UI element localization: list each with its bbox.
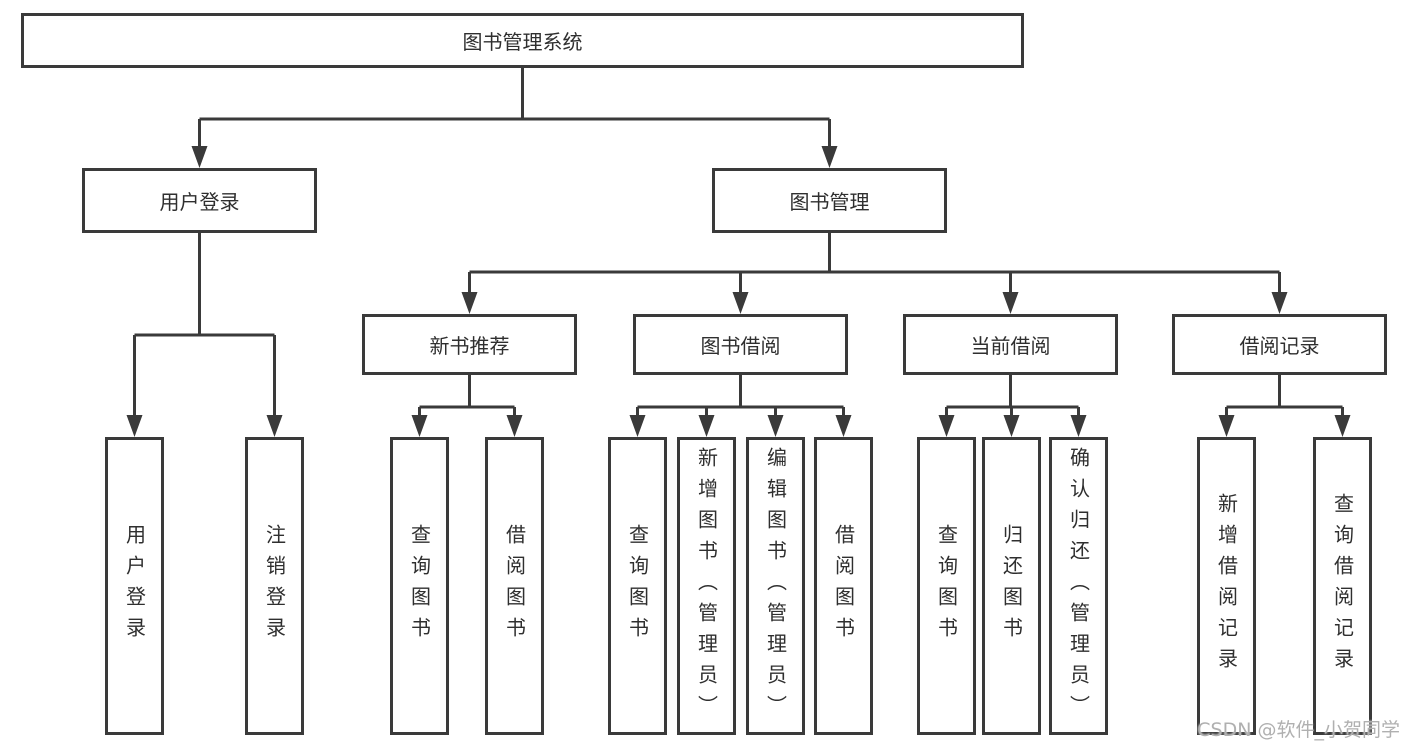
node-borrow-records: 借阅记录 xyxy=(1172,314,1387,375)
node-user-login: 用户登录 xyxy=(82,168,317,233)
leaf-borrow-query-books: 查询图书 xyxy=(608,437,667,735)
leaf-label: 查询借阅记录 xyxy=(1330,493,1355,679)
leaf-confirm-return-admin: 确认归还（管理员） xyxy=(1049,437,1108,735)
connector-root-to-level2 xyxy=(191,68,838,168)
leaf-newrec-query-books: 查询图书 xyxy=(390,437,449,735)
leaf-query-borrow-record: 查询借阅记录 xyxy=(1313,437,1372,735)
leaf-label: 借阅图书 xyxy=(502,524,527,648)
leaf-label: 查询图书 xyxy=(934,524,959,648)
leaf-label: 借阅图书 xyxy=(831,524,856,648)
leaf-logout: 注销登录 xyxy=(245,437,304,735)
node-new-book-rec: 新书推荐 xyxy=(362,314,577,375)
leaf-label: 新增图书（管理员） xyxy=(694,446,719,726)
leaf-label: 查询图书 xyxy=(407,524,432,648)
leaf-borrow-books: 借阅图书 xyxy=(814,437,873,735)
connector-book-borrow-children xyxy=(629,375,852,437)
leaf-add-borrow-record: 新增借阅记录 xyxy=(1197,437,1256,735)
leaf-label: 新增借阅记录 xyxy=(1214,493,1239,679)
connector-book-mgmt-children xyxy=(461,233,1288,314)
leaf-label: 查询图书 xyxy=(625,524,650,648)
leaf-label: 用户登录 xyxy=(122,524,147,648)
connector-user-login-children xyxy=(126,233,283,437)
leaf-label: 编辑图书（管理员） xyxy=(763,446,788,726)
leaf-user-login: 用户登录 xyxy=(105,437,164,735)
node-root: 图书管理系统 xyxy=(21,13,1024,68)
leaf-edit-book-admin: 编辑图书（管理员） xyxy=(746,437,805,735)
leaf-return-books: 归还图书 xyxy=(982,437,1041,735)
node-current-borrow: 当前借阅 xyxy=(903,314,1118,375)
watermark-text: CSDN @软件_小贺同学 xyxy=(1197,719,1400,741)
connector-current-borrow-children xyxy=(938,375,1087,437)
connector-new-book-rec-children xyxy=(411,375,523,437)
node-book-borrow: 图书借阅 xyxy=(633,314,848,375)
leaf-add-book-admin: 新增图书（管理员） xyxy=(677,437,736,735)
node-book-mgmt: 图书管理 xyxy=(712,168,947,233)
leaf-newrec-borrow-books: 借阅图书 xyxy=(485,437,544,735)
leaf-label: 注销登录 xyxy=(262,524,287,648)
connector-borrow-records-children xyxy=(1218,375,1351,437)
leaf-label: 确认归还（管理员） xyxy=(1066,446,1091,726)
leaf-label: 归还图书 xyxy=(999,524,1024,648)
leaf-current-query-books: 查询图书 xyxy=(917,437,976,735)
